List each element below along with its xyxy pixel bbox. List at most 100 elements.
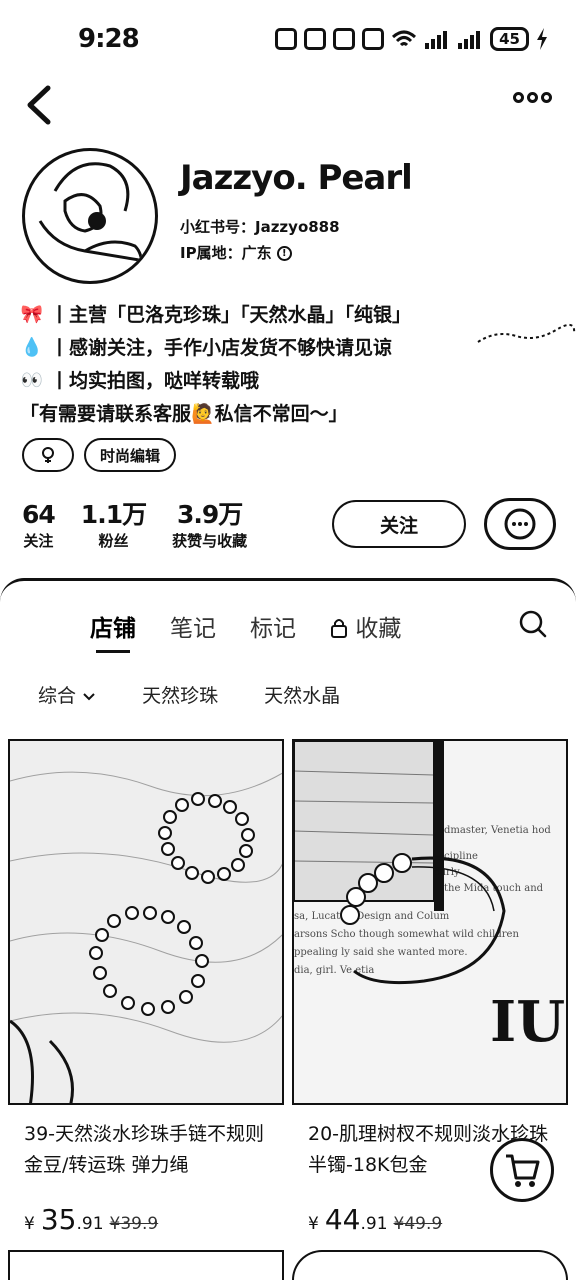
bio: 🎀 丨主营「巴洛克珍珠」「天然水晶」「纯银」 💧 丨感谢关注，手作小店发货不够快… (20, 298, 560, 430)
status-time: 9:28 (78, 24, 140, 54)
price-decimal: .91 (76, 1214, 104, 1234)
price-currency: ¥ (24, 1214, 35, 1234)
price-decimal: .91 (360, 1214, 388, 1234)
stat-label: 获赞与收藏 (172, 532, 248, 550)
avatar[interactable] (22, 148, 158, 284)
stat-num: 64 (22, 500, 56, 529)
info-icon[interactable]: ! (276, 246, 292, 261)
original-price: ¥49.9 (393, 1214, 443, 1234)
chevron-left-icon (27, 85, 51, 125)
vibrate-icon (362, 28, 385, 50)
product-image: dmaster, Venetia hod cipline curly the M… (292, 739, 568, 1105)
nfc-icon (275, 28, 298, 50)
product-title: 20-肌理树杈不规则淡水珍珠半镯-18K包金 (308, 1123, 549, 1176)
filter-sort[interactable]: 综合 (38, 681, 96, 708)
stat-label: 关注 (23, 532, 54, 550)
bluetooth-icon (333, 28, 356, 50)
alarm-icon (304, 28, 327, 50)
ip-location: IP属地：广东 ! (180, 242, 292, 263)
more-dot-icon (541, 92, 552, 103)
follow-button[interactable]: 关注 (332, 500, 466, 548)
wifi-icon (392, 30, 417, 47)
signal-2-icon (458, 31, 481, 49)
search-icon (519, 610, 547, 638)
search-button[interactable] (518, 609, 548, 639)
svg-text:sa, Lucat of Design and Colum: sa, Lucat of Design and Colum (294, 911, 450, 922)
female-icon (42, 447, 54, 463)
product-card[interactable]: dmaster, Venetia hod cipline curly the M… (292, 739, 568, 1236)
product-price: ¥ 35.91 ¥39.9 (8, 1203, 284, 1236)
photo-text: IUC (490, 989, 568, 1055)
product-image (8, 739, 284, 1105)
svg-text:arsons Scho though somewhat wi: arsons Scho though somewhat wild childre… (294, 929, 519, 940)
product-price: ¥ 44.91 ¥49.9 (292, 1203, 568, 1236)
tab-label: 收藏 (355, 616, 402, 642)
ip-location-text: IP属地：广东 (180, 244, 272, 262)
tab-notes[interactable]: 笔记 (170, 616, 216, 642)
cart-button[interactable] (490, 1138, 554, 1202)
charging-icon (537, 28, 547, 50)
filter-pearl[interactable]: 天然珍珠 (142, 685, 219, 707)
profile-name: Jazzyo. Pearl (180, 158, 413, 198)
svg-text:ppealing ly said she wanted mo: ppealing ly said she wanted more. (294, 947, 468, 958)
svg-text:cipline: cipline (444, 851, 478, 862)
profile-tags: 时尚编辑 (22, 438, 177, 472)
chevron-down-icon (83, 693, 95, 701)
stat-label: 粉丝 (98, 532, 129, 550)
chat-icon (504, 508, 536, 540)
price-currency: ¥ (308, 1214, 319, 1234)
stat-num: 3.9万 (176, 500, 243, 529)
gender-tag[interactable] (22, 438, 74, 472)
svg-text:the Mida touch and: the Mida touch and (444, 883, 544, 894)
status-bar: 9:28 45 (0, 0, 576, 78)
more-dot-icon (527, 92, 538, 103)
droplet-icon: 💧 (20, 336, 44, 358)
bangle-photo: dmaster, Venetia hod cipline curly the M… (294, 741, 568, 1103)
bracelet-photo (10, 741, 282, 1103)
top-bar (0, 78, 576, 134)
avatar-illustration (38, 162, 146, 277)
stat-num: 1.1万 (80, 500, 147, 529)
bio-line: 🎀 丨主营「巴洛克珍珠」「天然水晶」「纯银」 (20, 298, 560, 331)
svg-text:dia, girl. Ve etia: dia, girl. Ve etia (294, 965, 374, 976)
stat-following[interactable]: 64 关注 (22, 500, 56, 551)
product-title: 39-天然淡水珍珠手链不规则金豆/转运珠 弹力绳 (24, 1123, 265, 1176)
back-button[interactable] (20, 82, 60, 128)
decorative-scribble (477, 323, 576, 343)
identity-tag[interactable]: 时尚编辑 (84, 438, 177, 472)
cart-icon (506, 1154, 540, 1187)
product-card[interactable]: 39-天然淡水珍珠手链不规则金豆/转运珠 弹力绳 ¥ 35.91 ¥39.9 (8, 739, 284, 1236)
profile-stats: 64 关注 1.1万 粉丝 3.9万 获赞与收藏 (22, 500, 247, 551)
signal-icon (425, 31, 448, 49)
stat-followers[interactable]: 1.1万 粉丝 (80, 500, 147, 551)
red-id: 小红书号：Jazzyo888 (180, 218, 340, 236)
message-button[interactable] (484, 498, 556, 550)
next-product-peek[interactable] (8, 1250, 284, 1280)
bio-line: 💧 丨感谢关注，手作小店发货不够快请见谅 (20, 331, 560, 364)
price-integer: 44 (324, 1203, 361, 1236)
more-dot-icon (513, 92, 524, 103)
filter-label: 综合 (38, 685, 77, 707)
bow-icon: 🎀 (20, 303, 44, 325)
svg-text:curly: curly (434, 867, 460, 878)
filter-bar: 综合 天然珍珠 天然水晶 (38, 681, 340, 708)
stat-likes[interactable]: 3.9万 获赞与收藏 (172, 500, 247, 551)
tab-tags[interactable]: 标记 (250, 616, 296, 642)
more-options-button[interactable] (513, 92, 552, 103)
original-price: ¥39.9 (109, 1214, 159, 1234)
tab-favorites[interactable]: 收藏 (330, 609, 401, 649)
lock-icon (331, 619, 347, 638)
bio-text: 丨主营「巴洛克珍珠」「天然水晶」「纯银」 (50, 303, 412, 326)
bio-text: 丨感谢关注，手作小店发货不够快请见谅 (50, 336, 393, 359)
system-icons: 45 (275, 27, 548, 51)
battery-indicator: 45 (490, 27, 529, 51)
price-integer: 35 (40, 1203, 77, 1236)
next-product-peek[interactable] (292, 1250, 568, 1280)
svg-text:dmaster, Venetia hod: dmaster, Venetia hod (444, 825, 551, 836)
filter-crystal[interactable]: 天然水晶 (264, 685, 341, 707)
bio-text: 「有需要请联系客服🙋私信不常回～」 (20, 402, 348, 425)
bio-text: 丨均实拍图，哒咩转载哦 (50, 369, 260, 392)
eyes-icon: 👀 (20, 369, 44, 391)
content-sheet: 店铺 笔记 标记 收藏 综合 天然珍珠 天然水晶 (0, 578, 576, 1280)
tab-shop[interactable]: 店铺 (90, 609, 136, 653)
